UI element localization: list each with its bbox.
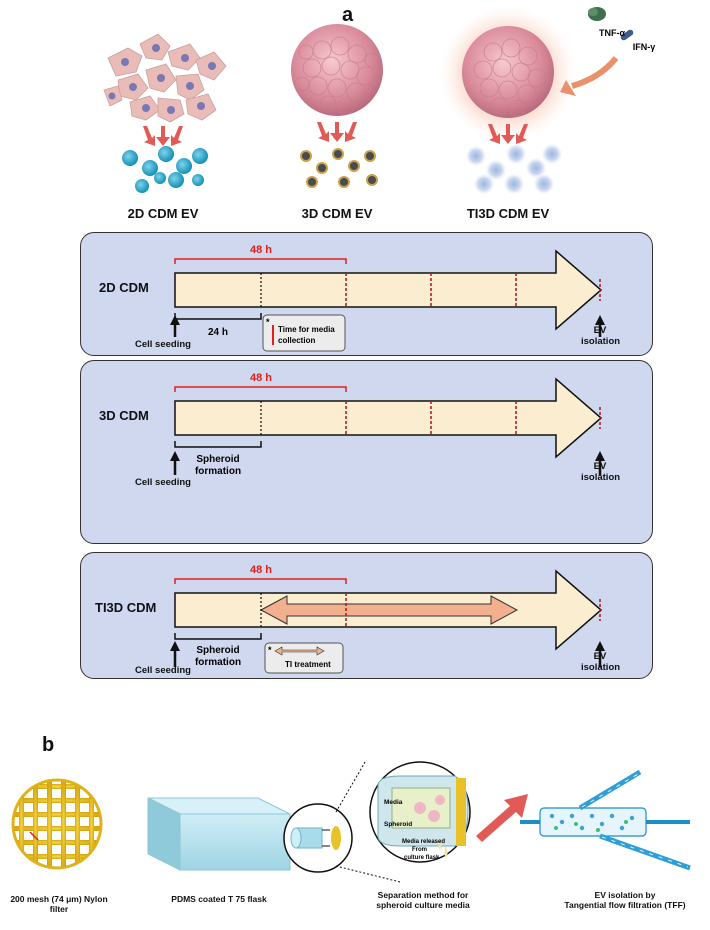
cell-seeding-label: Cell seeding: [135, 665, 191, 676]
timeline-2d-panel: 48 h 24 h * Time for media collection: [80, 232, 653, 356]
ti-treatment-arrow: [259, 595, 519, 625]
svg-text:48 h: 48 h: [250, 372, 272, 384]
timeline-2d-label: 2D CDM: [99, 280, 149, 295]
cell-seeding-arrow: [170, 315, 180, 337]
ev-label-3d: 3D CDM EV: [301, 206, 373, 221]
timeline-3d-label: 3D CDM: [99, 408, 149, 423]
ifn-label: IFN-γ: [633, 42, 656, 52]
collection-marks: [345, 401, 601, 435]
panel-letter-a: a: [342, 4, 354, 26]
timeline-ti3d-label: TI3D CDM: [95, 600, 157, 615]
cell-seeding-label: Cell seeding: [135, 339, 191, 350]
nylon-filter-icon: [11, 778, 103, 870]
collection-marks: [345, 273, 601, 307]
svg-text:Media: Media: [384, 799, 403, 806]
ev-isolation-arrow: [595, 641, 605, 667]
svg-text:formation: formation: [195, 657, 241, 668]
duration-label: 48 h: [250, 244, 272, 256]
3d-ev-icon: [300, 148, 378, 188]
caption-flask: PDMS coated T 75 flask: [171, 894, 267, 904]
svg-text:collection: collection: [278, 336, 315, 345]
bracket-spheroid: [174, 633, 262, 640]
cell-seeding-arrow: [170, 641, 180, 667]
cell-seeding-label: Cell seeding: [135, 477, 191, 488]
spheroid-icon: [291, 24, 383, 116]
svg-text:Spheroid: Spheroid: [384, 821, 412, 828]
release-arrows: [143, 122, 528, 146]
tff-icon: [520, 769, 691, 871]
timeline-3d-duration: 48 h: [174, 372, 347, 392]
cytokine-icons: TNF-α IFN-γ: [560, 7, 655, 96]
svg-text:Spheroid: Spheroid: [196, 645, 239, 656]
timeline-ti3d-panel: 48 h Spheroid formation * TI treatment T…: [80, 552, 653, 679]
ev-isolation-arrow: [595, 315, 605, 337]
tnf-label: TNF-α: [599, 28, 625, 38]
ti-treatment-legend: * TI treatment: [264, 642, 344, 674]
media-collection-legend: * Time for media collection: [262, 314, 346, 352]
ev-label-ti3d: TI3D CDM EV: [466, 206, 550, 221]
svg-text:TI treatment: TI treatment: [285, 660, 331, 669]
ev-label-2d: 2D CDM EV: [127, 206, 199, 221]
svg-text:culture flask: culture flask: [404, 855, 440, 861]
flask-neck-zoom: [283, 760, 401, 883]
svg-text:Media released: Media released: [402, 839, 445, 845]
svg-text:*: *: [266, 317, 270, 327]
timeline-3d-panel: 48 h Spheroid formation 3D CDM Cell seed…: [80, 360, 653, 544]
svg-text:formation: formation: [195, 466, 241, 477]
timeline-2d-arrow: [174, 249, 603, 331]
svg-text:Spheroid: Spheroid: [196, 454, 239, 465]
svg-text:From: From: [412, 847, 427, 853]
t75-flask-icon: [147, 797, 311, 871]
2d-ev-icon: [122, 146, 208, 193]
panel-letter-b: b: [42, 734, 55, 756]
ev-isolation-arrow: [595, 451, 605, 475]
bracket-label: 24 h: [208, 327, 228, 338]
cell-seeding-arrow: [170, 451, 180, 475]
timeline-3d-arrow: [174, 377, 603, 459]
timeline-2d-duration: 48 h: [174, 244, 347, 264]
svg-text:Time for media: Time for media: [278, 325, 335, 334]
ti3d-spheroid-icon: [440, 6, 576, 142]
svg-text:*: *: [268, 645, 272, 655]
2d-cells-icon: [103, 33, 227, 123]
timeline-ti3d-duration: 48 h: [174, 564, 347, 584]
bracket-24h: [174, 313, 262, 320]
ev-illustrations: TNF-α IFN-γ: [103, 6, 655, 194]
transfer-arrow: [476, 794, 528, 842]
svg-text:48 h: 48 h: [250, 564, 272, 576]
bracket-spheroid: [174, 441, 262, 448]
collection-marks: [345, 593, 601, 627]
separation-zoom-icon: Media Spheroid Media released From cultu…: [369, 761, 471, 863]
ti3d-ev-icon: [466, 144, 562, 194]
caption-nylon-filter: 200 mesh (74 μm) Nylon filter: [10, 894, 108, 915]
panel-b-illustrations: Media Spheroid Media released From cultu…: [11, 760, 691, 883]
